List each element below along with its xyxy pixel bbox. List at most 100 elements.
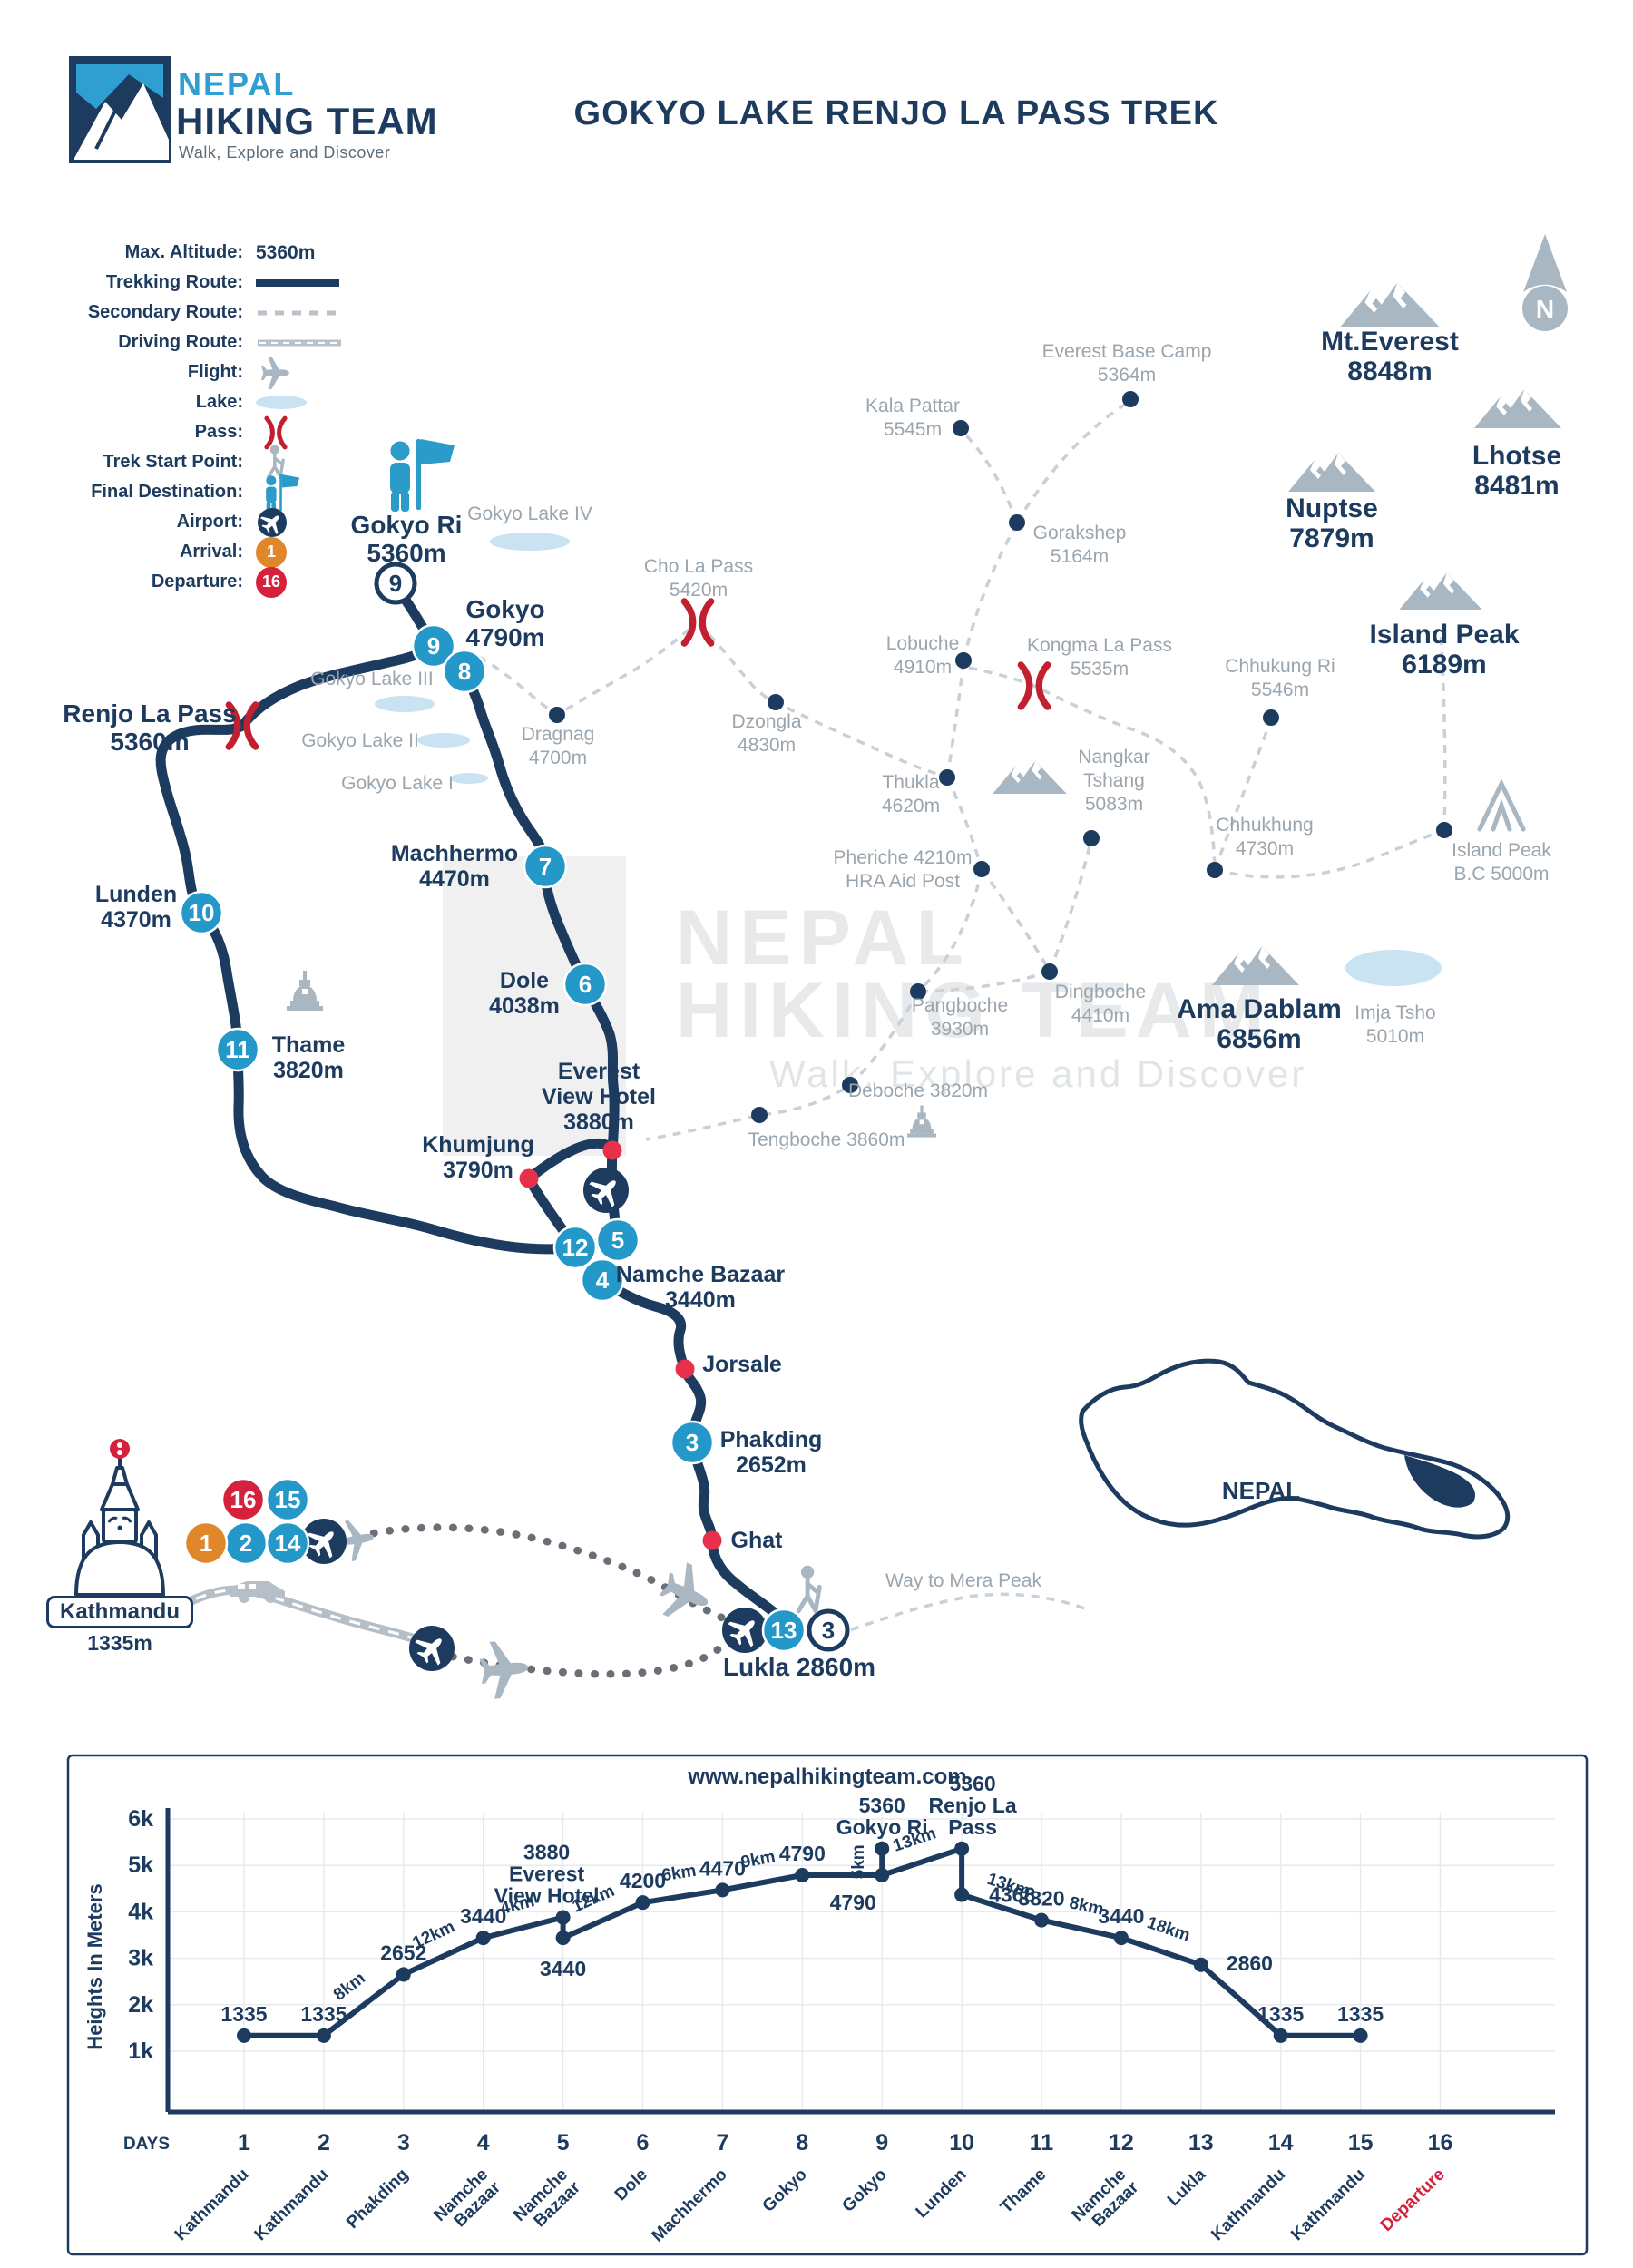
secondary-route-gorakshep-ebc [1015, 399, 1131, 523]
nangkar-tshang-icon [993, 760, 1067, 794]
stop-3-lukla: 3 [807, 1608, 850, 1652]
legend-row-final-destination: Final Destination: [62, 474, 365, 513]
kathmandu-stupa-icon [74, 1439, 165, 1597]
stop-number-6: 6 [579, 971, 592, 998]
day-number-12: 12 [1109, 2130, 1134, 2156]
day-number-10: 10 [949, 2130, 974, 2156]
chart-xlabel: DAYS [123, 2135, 170, 2154]
legend-label-driving-route: Driving Route: [118, 332, 243, 352]
legend-row-trek-start-point: Trek Start Point: [62, 443, 365, 479]
red-dot-khumjung [519, 1168, 539, 1188]
day-place-label-7: Machhermo [649, 2165, 731, 2245]
dot-chhukhung [1207, 862, 1223, 878]
lake-gokyo-iv [490, 533, 570, 551]
secondary-route-lobuche-gorakshep [962, 523, 1019, 661]
profile-point-day3-2652 [396, 1967, 411, 1982]
segment-distance-5-6km: 6km [660, 1862, 698, 1886]
tengboche-stupa-icon [907, 1105, 936, 1138]
dot-kala-pattar [953, 420, 969, 436]
arrival-symbol: 1 [256, 536, 365, 568]
profile-point-day4-3440 [475, 1931, 491, 1946]
legend-row-lake: Lake: [62, 387, 365, 417]
day-place-label-14: Kathmandu [1208, 2165, 1289, 2244]
secondary-route-thukla-pheriche [945, 777, 983, 870]
profile-point-day10-5360 [954, 1841, 970, 1856]
day-place-label-9: Gokyo [839, 2165, 891, 2215]
day-number-8: 8 [796, 2130, 808, 2156]
day-number-9: 9 [875, 2130, 888, 2156]
profile-point-day9-4790 [875, 1867, 890, 1882]
point-label-day10-5360-line2: Renjo La [929, 1794, 1017, 1817]
pass-x-cho-la [684, 601, 710, 643]
nuptse-icon [1288, 453, 1375, 492]
stop-10-lunden: 10 [179, 890, 224, 935]
legend-label-airport: Airport: [176, 512, 243, 532]
profile-point-day11-3820 [1034, 1912, 1049, 1928]
profile-point-day9-5360 [875, 1841, 890, 1856]
stop-11-thame: 11 [215, 1027, 260, 1072]
red-dot-ghat [702, 1530, 722, 1550]
point-label-day13-2860: 2860 [1227, 1951, 1273, 1975]
stop-2-kathmandu: 2 [223, 1520, 269, 1566]
dot-lobuche [955, 652, 972, 669]
day-place-label-8: Gokyo [759, 2165, 811, 2215]
plane-icon-upper [651, 1557, 720, 1630]
point-label-day12-3440: 3440 [1098, 1904, 1144, 1928]
dot-dingboche [1041, 963, 1058, 980]
stop-number-4: 4 [596, 1266, 610, 1294]
dot-pangboche [910, 983, 926, 1000]
stop-number-9: 9 [427, 632, 440, 660]
departure-symbol: 16 [256, 566, 365, 598]
stop-number-9: 9 [389, 570, 402, 597]
day-place-label-11: Thame [997, 2165, 1051, 2217]
legend-row-arrival: Arrival:1 [62, 536, 365, 568]
gokyo-ri-final-destination-icon [390, 439, 455, 512]
island-peak-icon [1399, 572, 1482, 610]
stop-9-gokyo-ri: 9 [374, 562, 417, 605]
profile-point-day13-2860 [1193, 1957, 1208, 1972]
segment-distance-1-8km: 8km [330, 1969, 369, 2005]
airport-icon-ramechhap [409, 1626, 455, 1671]
stop-number-13: 13 [771, 1617, 797, 1644]
logo-name-line2: HIKING TEAM [176, 100, 438, 142]
y-tick-3k: 3k [128, 1946, 153, 1971]
point-label-day9-4790: 4790 [830, 1891, 876, 1914]
logo-name-line1: NEPAL [178, 65, 296, 103]
dot-thukla [939, 769, 955, 786]
dot-dragnag [549, 707, 565, 723]
day-number-7: 7 [716, 2130, 728, 2156]
segment-distance-7-5km: 5km [849, 1844, 868, 1879]
secondary-route-dingboche-pangboche [917, 970, 1051, 993]
stop-number-10: 10 [189, 899, 215, 926]
nepal-inset-map [1079, 1358, 1511, 1540]
y-tick-4k: 4k [128, 1899, 153, 1924]
stop-4-namche: 4 [580, 1257, 625, 1303]
legend-label-pass: Pass: [194, 422, 243, 442]
day-number-13: 13 [1188, 2130, 1214, 2156]
day-place-label-13: Lukla [1164, 2165, 1210, 2210]
y-tick-5k: 5k [128, 1853, 153, 1878]
stop-16-departure: 16 [220, 1477, 266, 1522]
legend-row-pass: Pass: [62, 417, 365, 447]
profile-point-day1-1335 [237, 2028, 251, 2043]
dot-pheriche [973, 861, 990, 877]
dot-island-peak-bc [1436, 822, 1452, 838]
secondary-route-dingboche-nangkar [1048, 837, 1093, 973]
compass-icon: N [1522, 234, 1568, 331]
flight-route-upper [369, 1523, 743, 1631]
point-label-day5-3880-line2: Everest [509, 1862, 584, 1886]
point-label-day15-1335: 1335 [1337, 2002, 1384, 2026]
point-label-day14-1335: 1335 [1257, 2002, 1304, 2026]
day-place-label-15: Kathmandu [1287, 2165, 1369, 2244]
chart-ylabel: Heights In Meters [83, 1883, 106, 2049]
lhotse-icon [1474, 389, 1561, 428]
secondary-route-chhukhung-chhukung-ri [1213, 719, 1273, 871]
driving-route [173, 1585, 435, 1648]
dot-gorakshep [1009, 514, 1025, 531]
profile-point-day7-4470 [715, 1882, 730, 1898]
stop-number-15: 15 [275, 1486, 301, 1513]
secondary-route-gokyo-chola-thukla [478, 622, 948, 779]
legend-label-flight: Flight: [187, 362, 243, 382]
